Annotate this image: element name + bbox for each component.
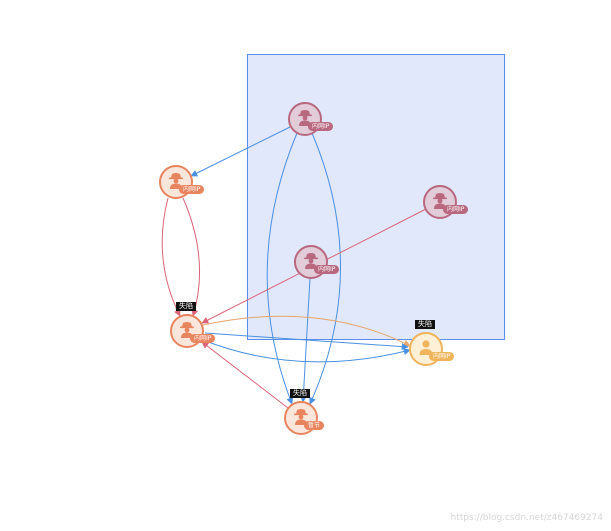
selection-rectangle[interactable] bbox=[247, 54, 505, 340]
watermark: https://blog.csdn.net/z467469274 bbox=[450, 513, 603, 523]
node-circle[interactable] bbox=[294, 245, 328, 279]
edge-n5-n6-orange[interactable] bbox=[202, 315, 411, 347]
node-tag: 内网IP bbox=[179, 185, 205, 194]
fail-badge: 失陷 bbox=[290, 389, 310, 398]
node-tag: 内网IP bbox=[443, 205, 469, 214]
node-tag: 内网IP bbox=[429, 352, 455, 361]
node-circle[interactable] bbox=[423, 185, 457, 219]
edge-n5-n6-blue-curve[interactable] bbox=[202, 339, 411, 363]
hacker-icon bbox=[177, 319, 197, 343]
edge-n1-n2[interactable] bbox=[190, 126, 291, 177]
node-tag: 内网IP bbox=[308, 122, 334, 131]
fail-badge: 失陷 bbox=[176, 302, 196, 311]
edge-n2-n5-right[interactable] bbox=[182, 197, 201, 317]
fail-badge: 失陷 bbox=[415, 320, 435, 329]
edge-n7-n5[interactable] bbox=[201, 341, 289, 409]
edge-n5-n6-blue[interactable] bbox=[204, 332, 409, 351]
edge-n1-n7-right[interactable] bbox=[309, 132, 341, 405]
edge-n2-n5-left[interactable] bbox=[161, 197, 181, 317]
edge-n1-n7-left[interactable] bbox=[266, 132, 298, 405]
node-tag: 暂节 bbox=[304, 421, 325, 430]
node-tag: 内网IP bbox=[314, 265, 340, 274]
node-tag: 内网IP bbox=[190, 334, 216, 343]
